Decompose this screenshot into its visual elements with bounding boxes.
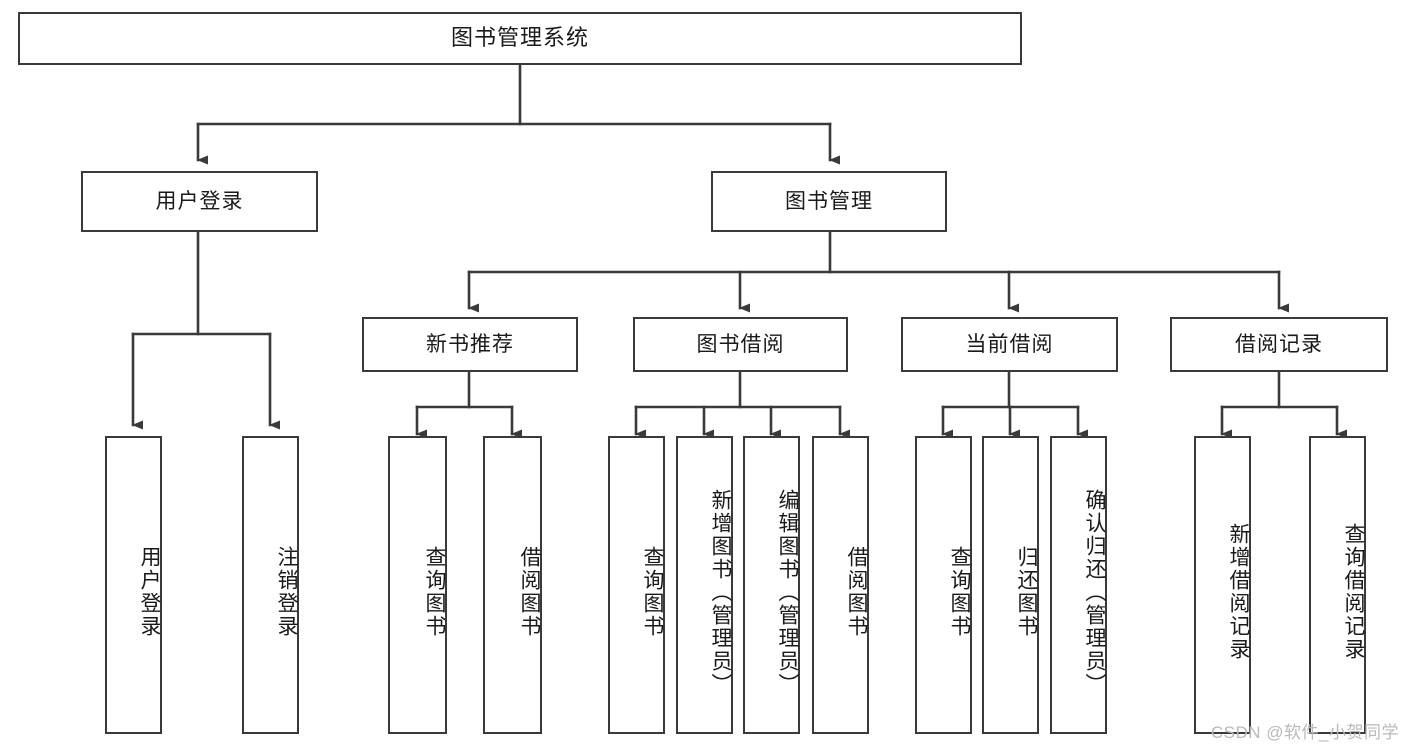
- leaf-query-borrow-record[interactable]: 查询借阅记录: [1309, 436, 1366, 734]
- leaf-label: 新增图书（管理员）: [709, 488, 732, 696]
- leaf-confirm-return-admin[interactable]: 确认归还（管理员）: [1050, 436, 1107, 734]
- leaf-query-book-borrow[interactable]: 查询图书: [608, 436, 665, 734]
- leaf-add-borrow-record[interactable]: 新增借阅记录: [1194, 436, 1251, 734]
- leaf-return-book[interactable]: 归还图书: [982, 436, 1039, 734]
- node-user-login[interactable]: 用户登录: [81, 171, 318, 232]
- leaf-label: 借阅图书: [518, 546, 541, 638]
- leaf-label: 新增借阅记录: [1227, 523, 1250, 661]
- leaf-borrow-book-recommend[interactable]: 借阅图书: [483, 436, 542, 734]
- leaf-logout-login[interactable]: 注销登录: [242, 436, 299, 734]
- node-current-borrow[interactable]: 当前借阅: [901, 317, 1118, 372]
- node-borrow-record[interactable]: 借阅记录: [1170, 317, 1388, 372]
- node-book-borrow[interactable]: 图书借阅: [633, 317, 848, 372]
- leaf-label: 编辑图书（管理员）: [776, 488, 799, 696]
- leaf-label: 查询图书: [423, 546, 446, 638]
- leaf-query-book-recommend[interactable]: 查询图书: [388, 436, 447, 734]
- leaf-label: 查询图书: [948, 546, 971, 638]
- leaf-label: 查询图书: [641, 546, 664, 638]
- node-new-book-recommend[interactable]: 新书推荐: [362, 317, 578, 372]
- leaf-edit-book-admin[interactable]: 编辑图书（管理员）: [743, 436, 800, 734]
- node-root-system[interactable]: 图书管理系统: [18, 12, 1022, 65]
- leaf-label: 查询借阅记录: [1342, 523, 1365, 661]
- leaf-label: 用户登录: [138, 546, 161, 638]
- leaf-user-login[interactable]: 用户登录: [105, 436, 162, 734]
- leaf-label: 注销登录: [275, 546, 298, 638]
- leaf-label: 确认归还（管理员）: [1083, 488, 1106, 696]
- leaf-label: 归还图书: [1015, 546, 1038, 638]
- node-book-management[interactable]: 图书管理: [711, 171, 947, 232]
- leaf-query-book-current[interactable]: 查询图书: [915, 436, 972, 734]
- leaf-add-book-admin[interactable]: 新增图书（管理员）: [676, 436, 733, 734]
- csdn-watermark: CSDN @软件_小贺同学: [1210, 723, 1399, 742]
- leaf-borrow-book[interactable]: 借阅图书: [812, 436, 869, 734]
- leaf-label: 借阅图书: [845, 546, 868, 638]
